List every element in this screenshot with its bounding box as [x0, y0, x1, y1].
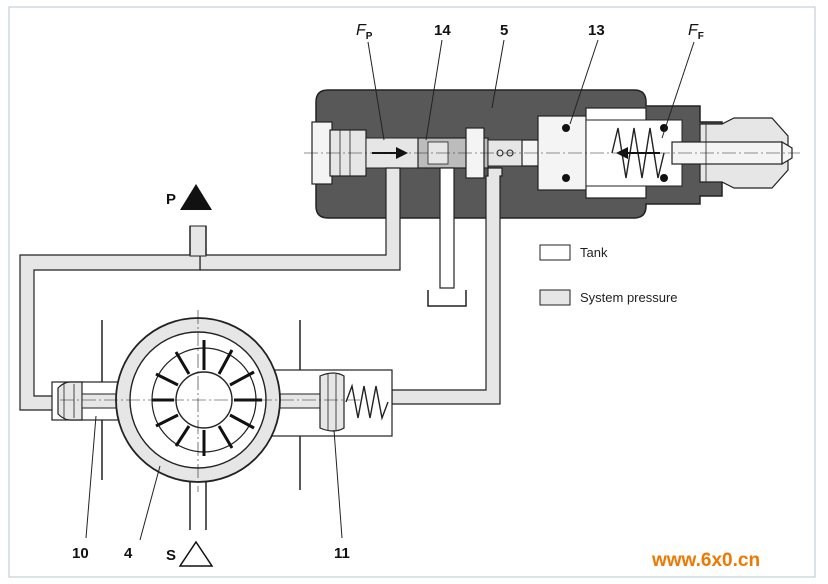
label-14: 14 [434, 22, 451, 39]
leader-lines [85, 39, 695, 541]
label-11: 11 [334, 545, 350, 562]
legend: Tank System pressure [539, 244, 678, 306]
label-5: 5 [500, 22, 508, 39]
label-ff-main: F [688, 22, 699, 39]
label-p: P [166, 191, 176, 208]
suction-port-symbol [178, 540, 214, 567]
counter-piston-11 [261, 369, 393, 437]
counter-spring [345, 383, 389, 421]
legend-system-pressure: System pressure [580, 290, 678, 305]
label-4: 4 [124, 545, 133, 562]
pressure-port [189, 225, 207, 257]
seal-ring [660, 174, 668, 182]
label-10: 10 [72, 545, 89, 562]
watermark: www.6x0.cn [651, 550, 760, 571]
label-fp-main: F [356, 22, 367, 39]
seal-ring [562, 124, 570, 132]
legend-swatch-pressure [539, 289, 571, 306]
legend-tank: Tank [580, 245, 608, 260]
label-fp-sub: P [366, 31, 373, 42]
suction-port [189, 480, 207, 530]
label-fp: FP [356, 22, 373, 42]
label-13: 13 [588, 22, 605, 39]
tank-port [427, 167, 467, 307]
legend-swatch-tank [539, 244, 571, 261]
seal-ring [562, 174, 570, 182]
label-ff: FF [688, 22, 704, 42]
pressure-port-symbol [180, 184, 212, 210]
pressure-feed-line [19, 167, 401, 411]
label-ff-sub: F [698, 31, 704, 42]
label-s: S [166, 547, 176, 564]
